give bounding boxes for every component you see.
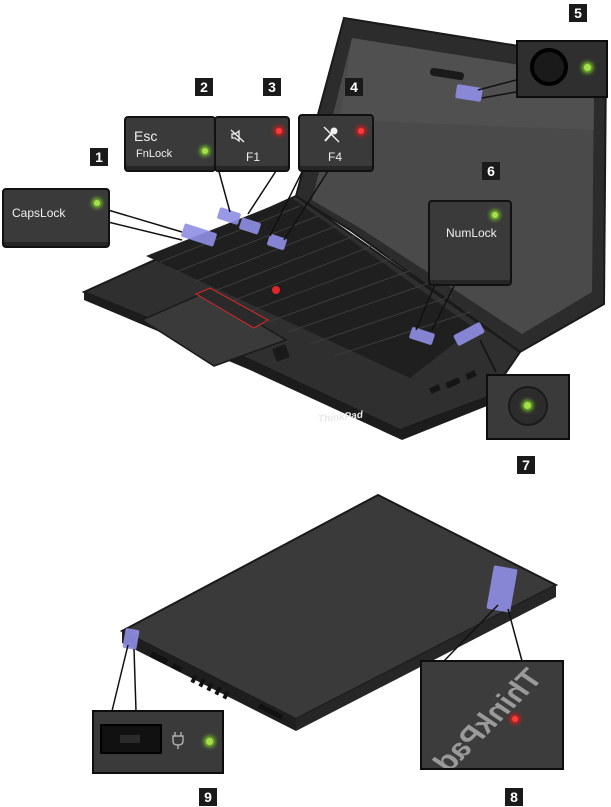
fingerprint-reader [272, 344, 290, 362]
numlock-label: NumLock [446, 226, 497, 240]
callout-4: 4 [345, 78, 363, 96]
power-connector-detail [92, 710, 224, 774]
f4-mic-mute-key: F4 [298, 114, 374, 172]
speaker-mute-icon [230, 129, 245, 143]
callout-3: 3 [263, 78, 281, 96]
callout-7: 7 [517, 456, 535, 474]
touchpad [140, 291, 288, 367]
charging-port-highlight [122, 628, 140, 650]
f4-label: F4 [328, 150, 343, 164]
camera-detail [516, 40, 608, 98]
f1-label: F1 [246, 150, 261, 164]
power-plug-icon [172, 732, 184, 749]
mic-mute-indicator [358, 128, 364, 134]
capslock-label: CapsLock [12, 206, 66, 220]
capslock-indicator [94, 200, 100, 206]
f4-highlight [267, 234, 287, 250]
power-button-detail [486, 374, 570, 440]
fnlock-label: FnLock [136, 148, 173, 160]
esc-fnlock-key: Esc FnLock [124, 116, 216, 172]
callout-1: 1 [90, 148, 108, 166]
callout-5: 5 [569, 4, 587, 22]
numlock-highlight [409, 327, 435, 345]
mute-indicator [276, 128, 282, 134]
callout-9: 9 [199, 788, 217, 806]
fnlock-highlight [217, 207, 241, 225]
keyboard-area [146, 198, 474, 378]
esc-label: Esc [134, 128, 158, 144]
callout-8: 8 [505, 788, 523, 806]
power-indicator [524, 402, 531, 409]
numlock-indicator [492, 212, 498, 218]
lid-thinkpad-logo: ThinkPad [429, 660, 548, 770]
fnlock-indicator [202, 148, 208, 154]
capslock-highlight [181, 223, 217, 247]
lid-logo-highlight [486, 565, 518, 613]
capslock-key: CapsLock [2, 188, 110, 248]
camera-indicator [584, 64, 591, 71]
callout-2: 2 [195, 78, 213, 96]
charging-indicator [206, 738, 213, 745]
numlock-key: NumLock [428, 200, 512, 286]
laptop-closed-illustration [111, 493, 559, 731]
camera-lens [530, 48, 568, 86]
power-button-highlight [453, 322, 485, 346]
power-connector-port [100, 724, 162, 754]
laptop-open-illustration [81, 16, 608, 440]
lid-logo-detail: ThinkPad [420, 660, 564, 770]
microphone-mute-icon [323, 126, 340, 143]
camera [430, 67, 464, 81]
f1-highlight [239, 217, 261, 235]
lid-logo-indicator [512, 716, 518, 722]
f1-mute-key: F1 [214, 116, 290, 172]
trackpoint [272, 286, 280, 294]
callout-6: 6 [482, 162, 500, 180]
camera-highlight [455, 84, 483, 102]
